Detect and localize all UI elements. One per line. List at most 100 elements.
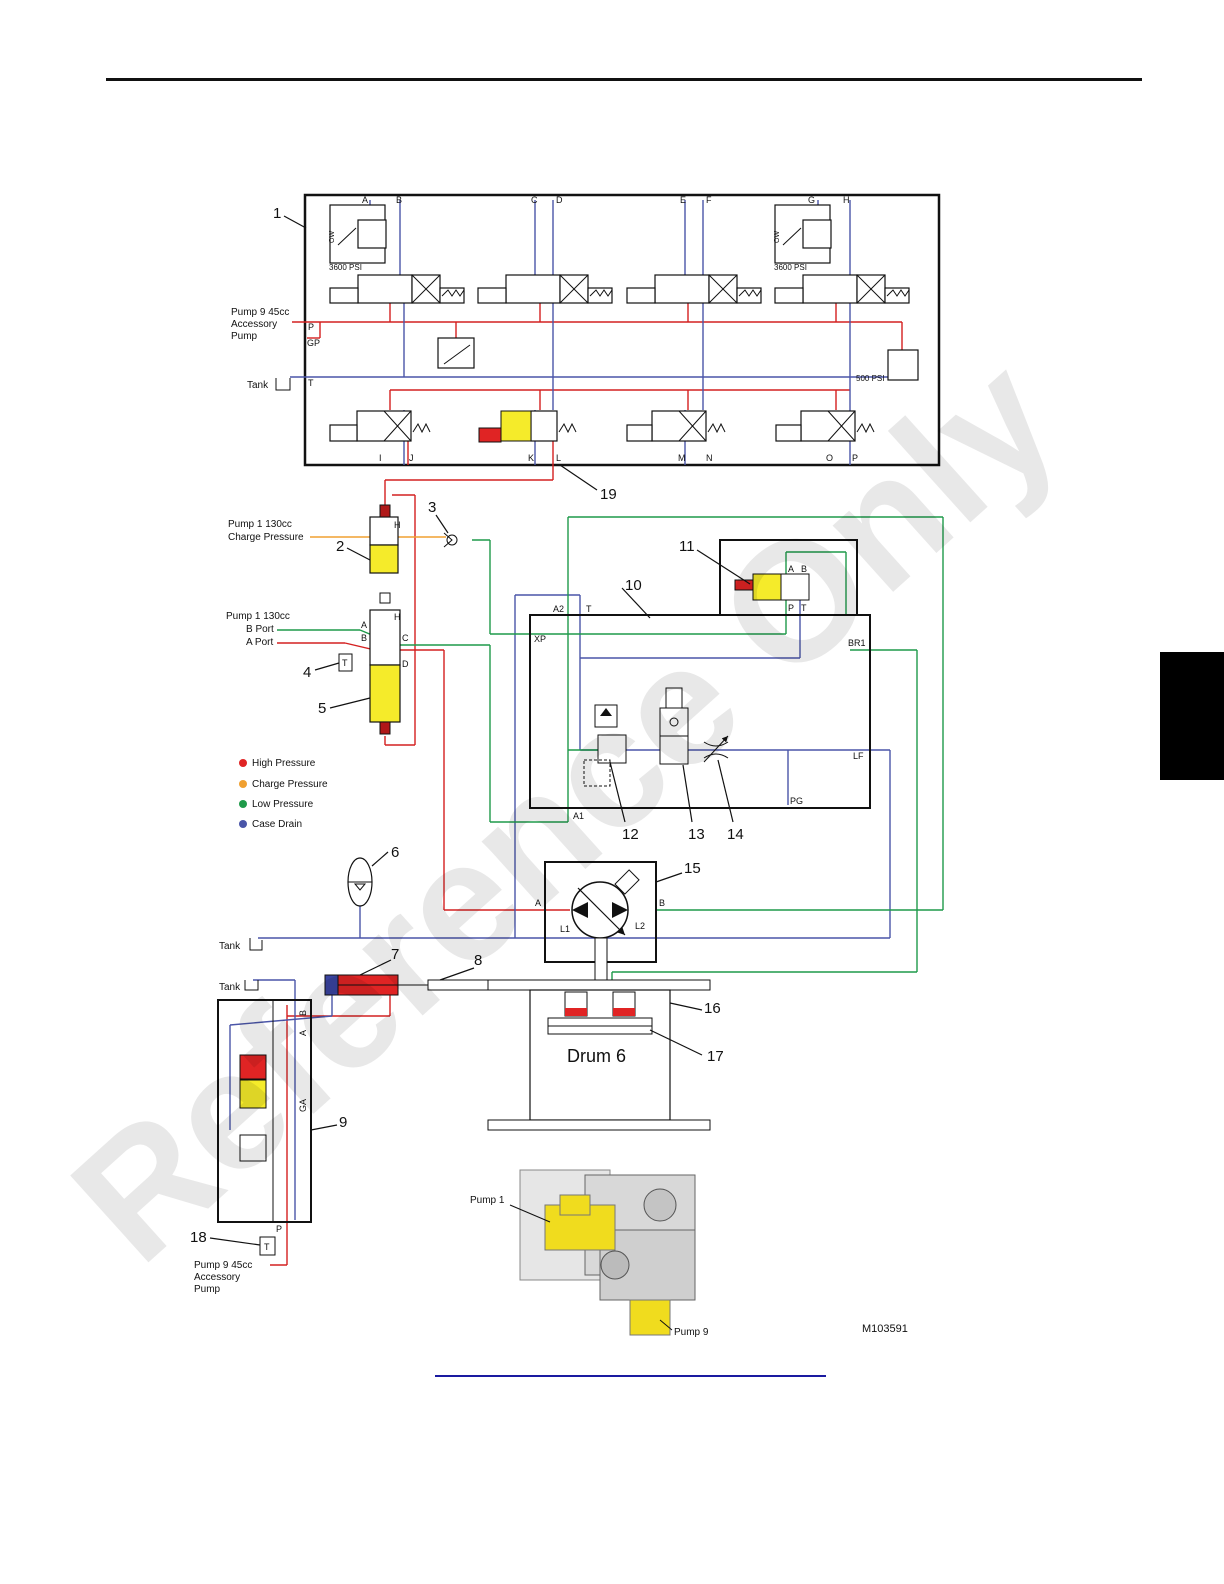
valve-5-yellow (369, 664, 401, 723)
svg-text:T: T (586, 604, 592, 614)
motor-control-block-10 (529, 614, 871, 809)
header-rule (106, 78, 1142, 81)
svg-text:D: D (556, 195, 563, 205)
svg-text:H: H (843, 195, 850, 205)
valve-13-ball (669, 717, 679, 727)
valve-2-5-ports: H H A B C D (361, 520, 409, 669)
svg-text:H: H (394, 612, 401, 622)
figure-id: M103591 (862, 1323, 908, 1335)
callout-3: 3 (428, 499, 436, 516)
svg-text:Pump 1 130cc: Pump 1 130cc (226, 611, 290, 622)
drum-16 (529, 989, 671, 1121)
svg-text:D: D (402, 659, 409, 669)
tank-symbols (244, 378, 291, 991)
callout-4: 4 (303, 664, 311, 681)
svg-text:LF: LF (853, 751, 864, 761)
solenoid-19-coil (478, 427, 502, 443)
svg-text:Tank: Tank (219, 982, 241, 993)
svg-text:Pump: Pump (231, 331, 258, 342)
callout-7: 7 (391, 946, 399, 963)
callout-16: 16 (704, 1000, 721, 1017)
valve-13-upper (659, 707, 689, 737)
svg-text:A Port: A Port (246, 637, 273, 648)
callout-14: 14 (727, 826, 744, 843)
svg-text:Pump 9: Pump 9 (674, 1327, 709, 1338)
illustration-labels: Pump 1 Pump 9 M103591 (470, 1195, 908, 1338)
callout-17: 17 (707, 1048, 724, 1065)
svg-text:T: T (308, 378, 314, 388)
svg-text:L: L (556, 453, 561, 463)
high-pressure-lines (270, 300, 903, 1266)
svg-text:P: P (788, 603, 794, 613)
callout-13: 13 (688, 826, 705, 843)
temperature-switch-18-label: T (264, 1242, 270, 1252)
valve-13-lower (659, 735, 689, 765)
svg-text:Pump 9 45cc: Pump 9 45cc (231, 307, 289, 318)
callout-6: 6 (391, 844, 399, 861)
svg-text:A: A (362, 195, 368, 205)
svg-text:A2: A2 (553, 604, 564, 614)
svg-text:A: A (788, 564, 794, 574)
svg-text:XP: XP (534, 634, 546, 644)
brake-piston-left (565, 1008, 587, 1016)
svg-text:B: B (298, 1010, 308, 1016)
valve-2-pilot (379, 504, 391, 518)
callout-5: 5 (318, 700, 326, 717)
callout-1: 1 (273, 205, 281, 222)
orifice-14 (703, 741, 729, 759)
bottom-link-underline[interactable] (435, 1375, 826, 1377)
motor-15-ports: A B L1 L2 (535, 898, 665, 934)
svg-text:C: C (531, 195, 538, 205)
valve-12-pilot (583, 759, 611, 787)
svg-text:A1: A1 (573, 811, 584, 821)
svg-text:B: B (659, 898, 665, 908)
temperature-switch-4-label: T (342, 658, 348, 668)
valve-block-9 (217, 999, 312, 1223)
svg-text:3600 PSI: 3600 PSI (774, 263, 807, 272)
svg-text:Pump 1 130cc: Pump 1 130cc (228, 519, 292, 530)
legend-case-drain-label: Case Drain (252, 819, 302, 830)
svg-text:A: A (361, 620, 367, 630)
svg-text:GP: GP (307, 338, 320, 348)
temperature-switch-18 (259, 1236, 276, 1256)
check-valve-3-seat (443, 532, 453, 548)
legend-low-pressure-label: Low Pressure (252, 799, 314, 810)
drum-bottom-flange (487, 1119, 711, 1131)
svg-text:C: C (402, 633, 409, 643)
brake-17-disc-1 (547, 1017, 653, 1027)
solenoid-block-11 (719, 539, 858, 616)
motor-variable-arrow (577, 887, 626, 936)
svg-text:F: F (706, 195, 712, 205)
svg-text:BR1: BR1 (848, 638, 866, 648)
svg-text:J: J (409, 453, 414, 463)
svg-text:PG: PG (790, 796, 803, 806)
svg-text:P: P (308, 322, 314, 332)
valve-9-solenoid (239, 1054, 267, 1080)
svg-text:A: A (298, 1030, 308, 1036)
solenoid-11-valve (752, 573, 782, 601)
svg-text:OW: OW (774, 231, 781, 243)
callout-15: 15 (684, 860, 701, 877)
svg-text:P: P (276, 1224, 282, 1234)
valve-9-spool (239, 1079, 267, 1109)
legend-high-pressure-label: High Pressure (252, 758, 316, 769)
svg-text:Tank: Tank (247, 380, 269, 391)
svg-text:B: B (396, 195, 402, 205)
svg-text:M: M (678, 453, 686, 463)
svg-text:Accessory: Accessory (194, 1272, 240, 1283)
accumulator-6-arrow (353, 883, 367, 891)
section-tab (1160, 652, 1224, 780)
check-valve-3 (446, 534, 458, 546)
svg-text:Pump 9 45cc: Pump 9 45cc (194, 1260, 252, 1271)
top-directional-valves (329, 204, 919, 442)
callout-18: 18 (190, 1229, 207, 1246)
temperature-switch-4 (338, 653, 353, 672)
callout-8: 8 (474, 952, 482, 969)
svg-text:Pump 1: Pump 1 (470, 1195, 505, 1206)
svg-text:B Port: B Port (246, 624, 274, 635)
svg-text:N: N (706, 453, 713, 463)
valve-9-lower (239, 1134, 267, 1162)
callout-9: 9 (339, 1114, 347, 1131)
